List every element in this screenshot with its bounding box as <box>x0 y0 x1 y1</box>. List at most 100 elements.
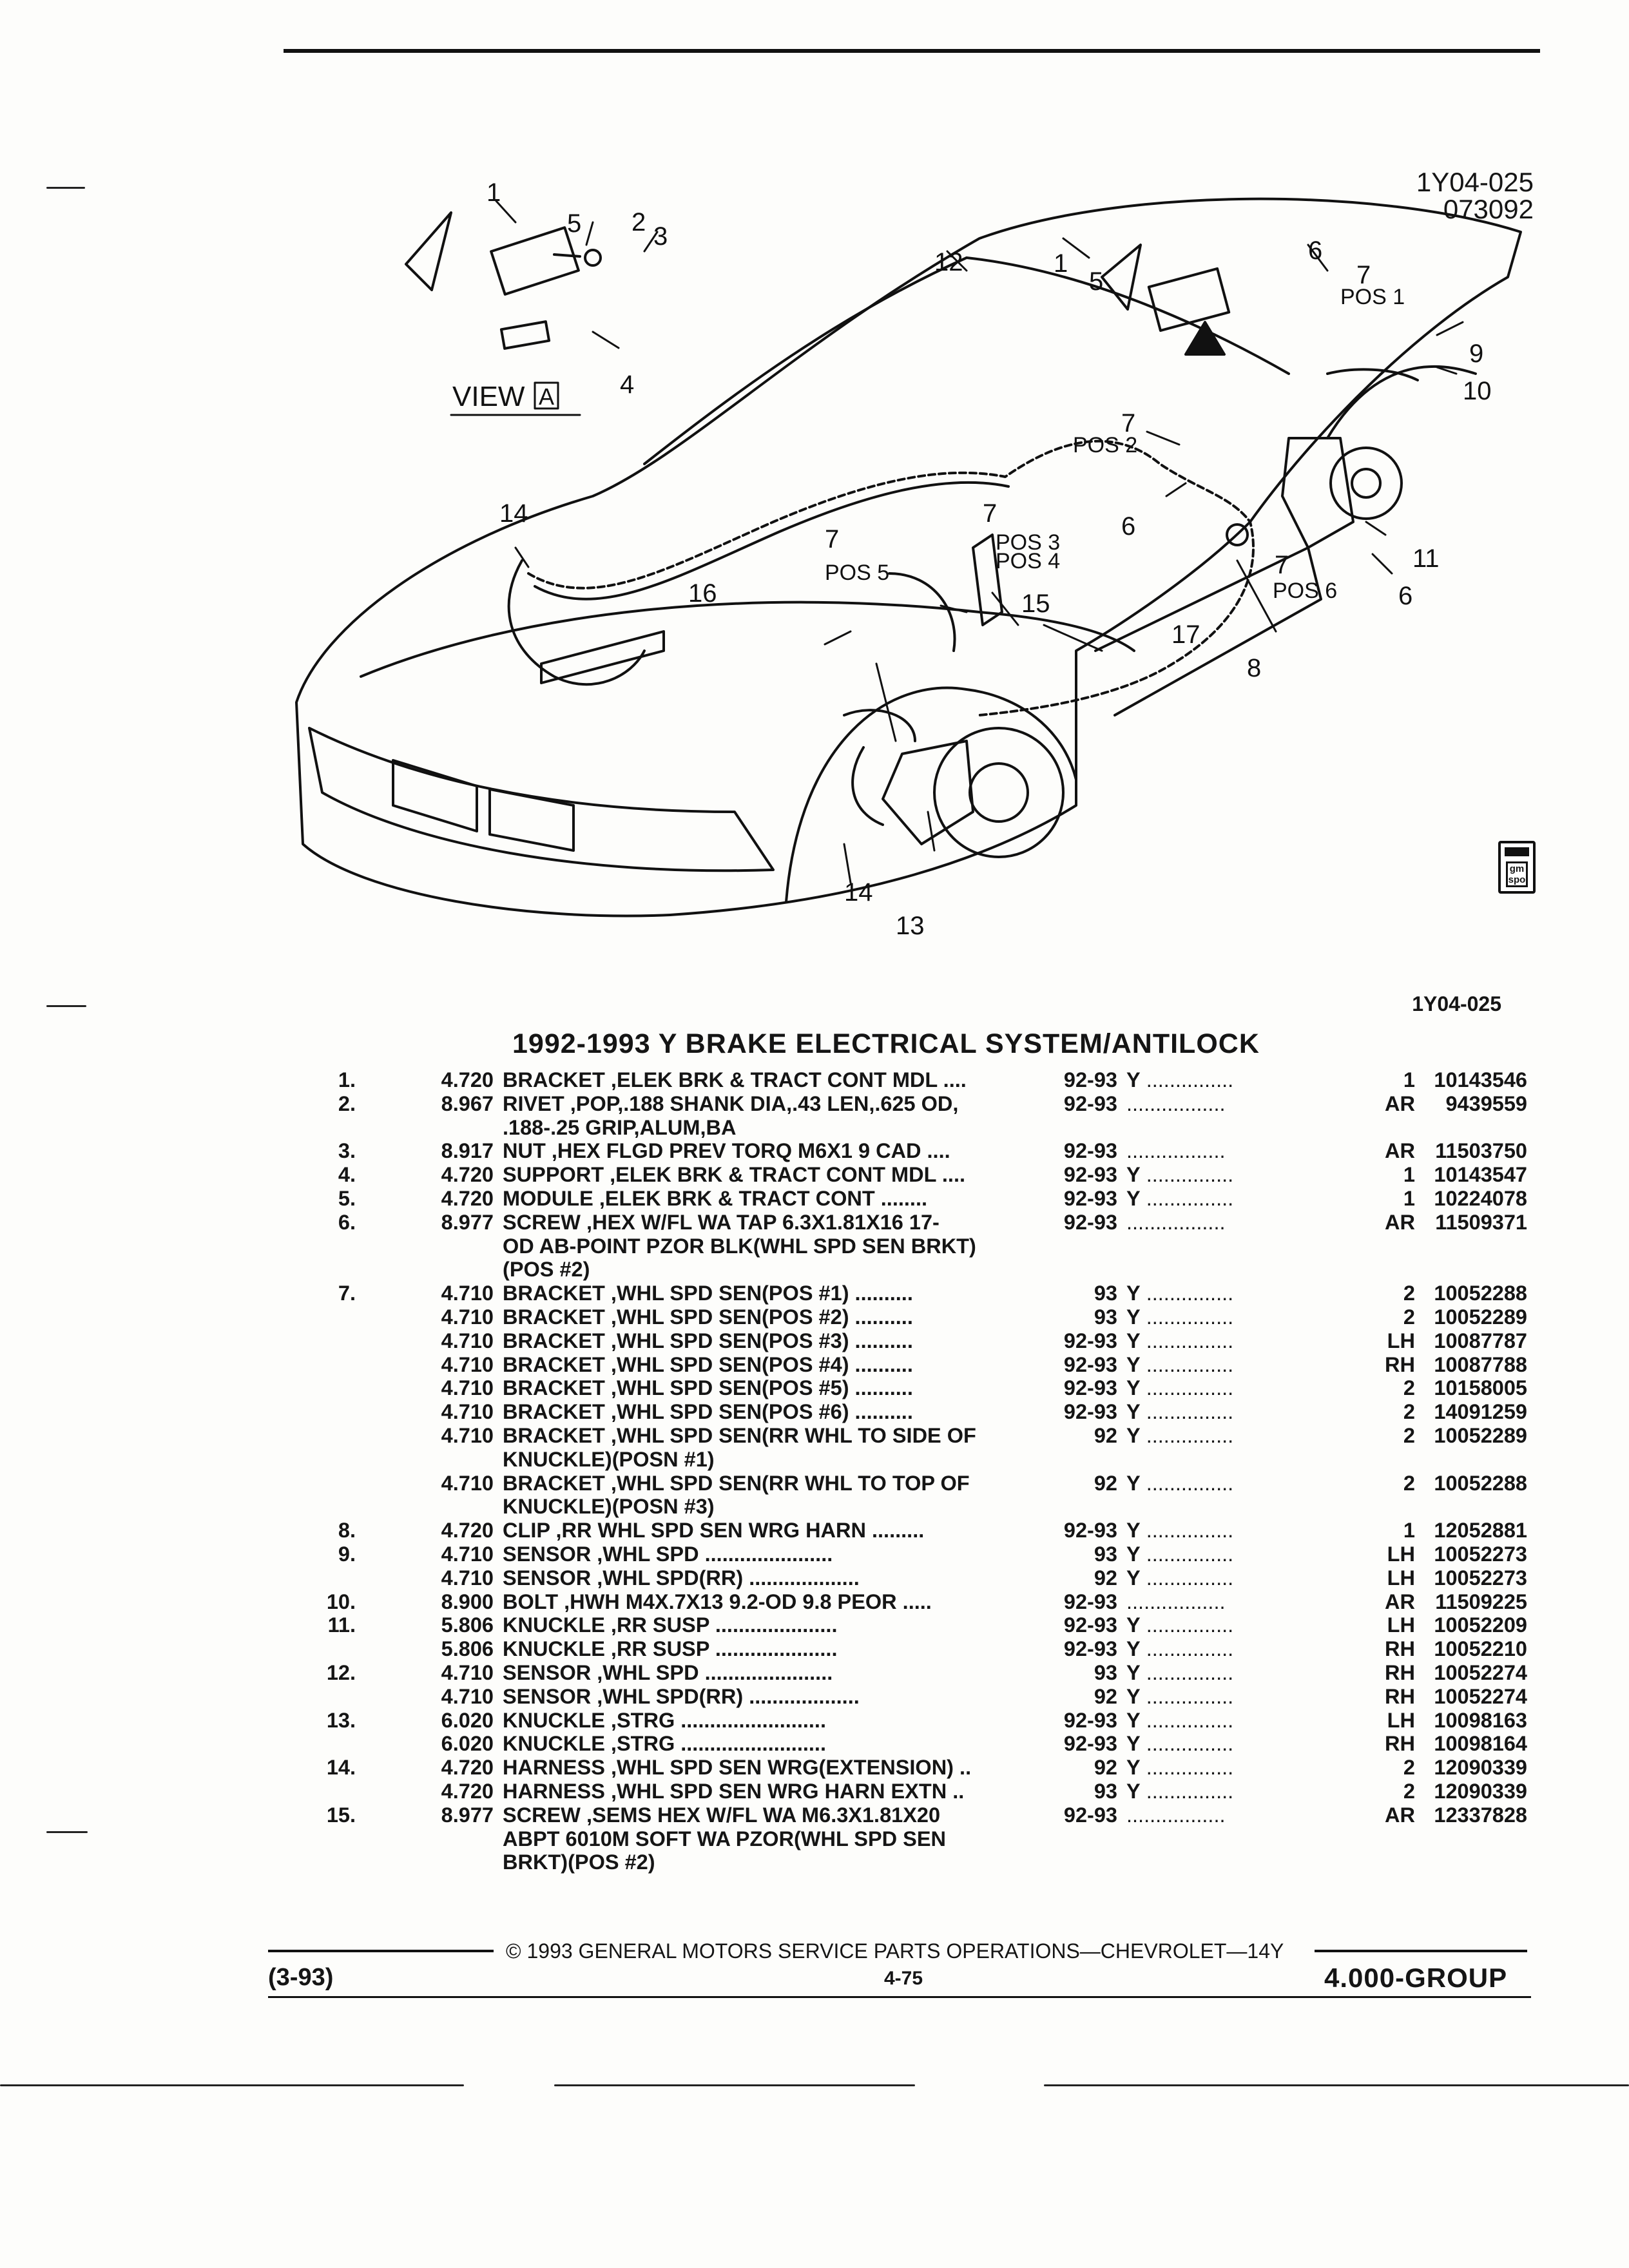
quantity: 2 <box>1403 1282 1415 1305</box>
front-knuckle <box>882 740 974 845</box>
part-number: 11509225 <box>1435 1590 1527 1613</box>
model-years: 92-93 <box>1063 1732 1117 1756</box>
leader-dots: ............... <box>1140 1163 1234 1187</box>
part-description: KNUCKLE ,RR SUSP ..................... <box>503 1613 838 1637</box>
bracket-pos5 <box>540 630 665 684</box>
rear-hub-center <box>1351 468 1382 499</box>
callout: 12 <box>934 248 963 276</box>
model-years: 93 <box>1094 1660 1117 1684</box>
part-description: KNUCKLE ,RR SUSP ..................... <box>503 1637 838 1661</box>
part-number: 10143546 <box>1434 1068 1527 1091</box>
series-code: Y ............... <box>1126 1660 1234 1684</box>
part-description: BRACKET ,ELEK BRK & TRACT CONT MDL .... <box>503 1068 967 1091</box>
group-number: 5.806 <box>441 1613 494 1637</box>
callout: 5 <box>1089 267 1103 296</box>
callout: 1 <box>487 178 501 207</box>
callout: 6 <box>1398 582 1412 610</box>
callout: POS 1 <box>1340 285 1405 309</box>
quantity: AR <box>1385 1091 1415 1115</box>
series-code: Y ............... <box>1126 1305 1234 1329</box>
series-code: ................. <box>1126 1803 1226 1827</box>
part-number: 12090339 <box>1434 1779 1527 1803</box>
view-box <box>534 381 559 410</box>
group-number: 6.020 <box>441 1708 494 1732</box>
leader-dots: ............... <box>1140 1660 1234 1684</box>
group-number: 4.720 <box>441 1068 494 1091</box>
quantity: AR <box>1385 1139 1415 1163</box>
bracket-pos3 <box>972 533 1003 626</box>
part-description: BRACKET ,WHL SPD SEN(POS #3) .......... <box>503 1329 913 1352</box>
model-years: 92-93 <box>1063 1163 1117 1187</box>
group-number: 4.710 <box>441 1542 494 1566</box>
callout: 7 <box>1275 551 1289 579</box>
group-number: 4.720 <box>441 1163 494 1187</box>
hood-line <box>360 601 1135 678</box>
model-years: 92-93 <box>1063 1329 1117 1352</box>
callout: 2 <box>631 208 646 236</box>
part-description: SENSOR ,WHL SPD ...................... <box>503 1542 833 1566</box>
part-description: SCREW ,HEX W/FL WA TAP 6.3X1.81X16 17- <box>503 1210 940 1234</box>
front-splash <box>888 572 956 652</box>
callout: 6 <box>1308 236 1322 265</box>
parts-row-continuation: KNUCKLE)(POSN #3) <box>258 1495 1547 1519</box>
quantity: 2 <box>1403 1305 1415 1329</box>
series-code: Y ............... <box>1126 1756 1234 1780</box>
callout: 6 <box>1121 512 1135 541</box>
leader-dots: ............... <box>1140 1471 1234 1495</box>
quantity: 1 <box>1403 1068 1415 1091</box>
front-harness <box>851 746 884 826</box>
series-code: Y ............... <box>1126 1684 1234 1708</box>
part-description-continued: OD AB-POINT PZOR BLK(WHL SPD SEN BRKT) <box>503 1234 976 1258</box>
model-years: 92-93 <box>1063 1352 1117 1376</box>
model-years: 92-93 <box>1063 1708 1117 1732</box>
group-number: 4.710 <box>441 1423 494 1447</box>
quantity: RH <box>1385 1732 1415 1756</box>
quantity: RH <box>1385 1352 1415 1376</box>
part-number: 10052289 <box>1434 1423 1527 1447</box>
group-number: 4.710 <box>441 1282 494 1305</box>
rear-knuckle <box>1281 437 1354 549</box>
wire-harness <box>527 439 1255 716</box>
model-years: 93 <box>1094 1305 1117 1329</box>
part-number: 11509371 <box>1435 1210 1527 1234</box>
leader-dots: ............... <box>1140 1684 1234 1708</box>
group-number: 4.720 <box>441 1756 494 1780</box>
quantity: LH <box>1387 1329 1415 1352</box>
part-description: SENSOR ,WHL SPD(RR) ................... <box>503 1566 860 1590</box>
series-code: Y ............... <box>1126 1637 1234 1661</box>
callout: 14 <box>499 499 528 528</box>
callout: 8 <box>1247 654 1261 682</box>
series-code: Y ............... <box>1126 1163 1234 1187</box>
part-description: BRACKET ,WHL SPD SEN(POS #2) .......... <box>503 1305 913 1329</box>
callout: 7 <box>1121 409 1135 437</box>
series-code: Y ............... <box>1126 1400 1234 1424</box>
callout: POS 3 <box>996 530 1060 555</box>
group-number: 8.967 <box>441 1091 494 1115</box>
leader-dots: ............... <box>1140 1400 1234 1424</box>
callout: 13 <box>896 912 925 940</box>
rear-arch <box>1326 365 1477 439</box>
part-number: 10087788 <box>1434 1352 1527 1376</box>
series-code: ................. <box>1126 1590 1226 1614</box>
quantity: 2 <box>1403 1400 1415 1424</box>
quantity: LH <box>1387 1613 1415 1637</box>
group-number: 4.710 <box>441 1352 494 1376</box>
model-years: 92 <box>1094 1756 1117 1780</box>
series-code: Y ............... <box>1126 1779 1234 1803</box>
figure-code-line1: 1Y04-025 <box>1416 167 1534 197</box>
parts-row-continuation: OD AB-POINT PZOR BLK(WHL SPD SEN BRKT) <box>258 1235 1547 1258</box>
part-number: 10052288 <box>1434 1471 1527 1495</box>
leader-dots: ............... <box>1140 1068 1234 1091</box>
leader-lines <box>495 200 1464 884</box>
leader-dots: ............... <box>1140 1423 1234 1447</box>
series-code: Y ............... <box>1126 1519 1234 1542</box>
quantity: RH <box>1385 1684 1415 1708</box>
callout: 4 <box>620 370 634 399</box>
group-number: 4.710 <box>441 1305 494 1329</box>
module-box-installed <box>1147 267 1231 332</box>
model-years: 92-93 <box>1063 1068 1117 1091</box>
